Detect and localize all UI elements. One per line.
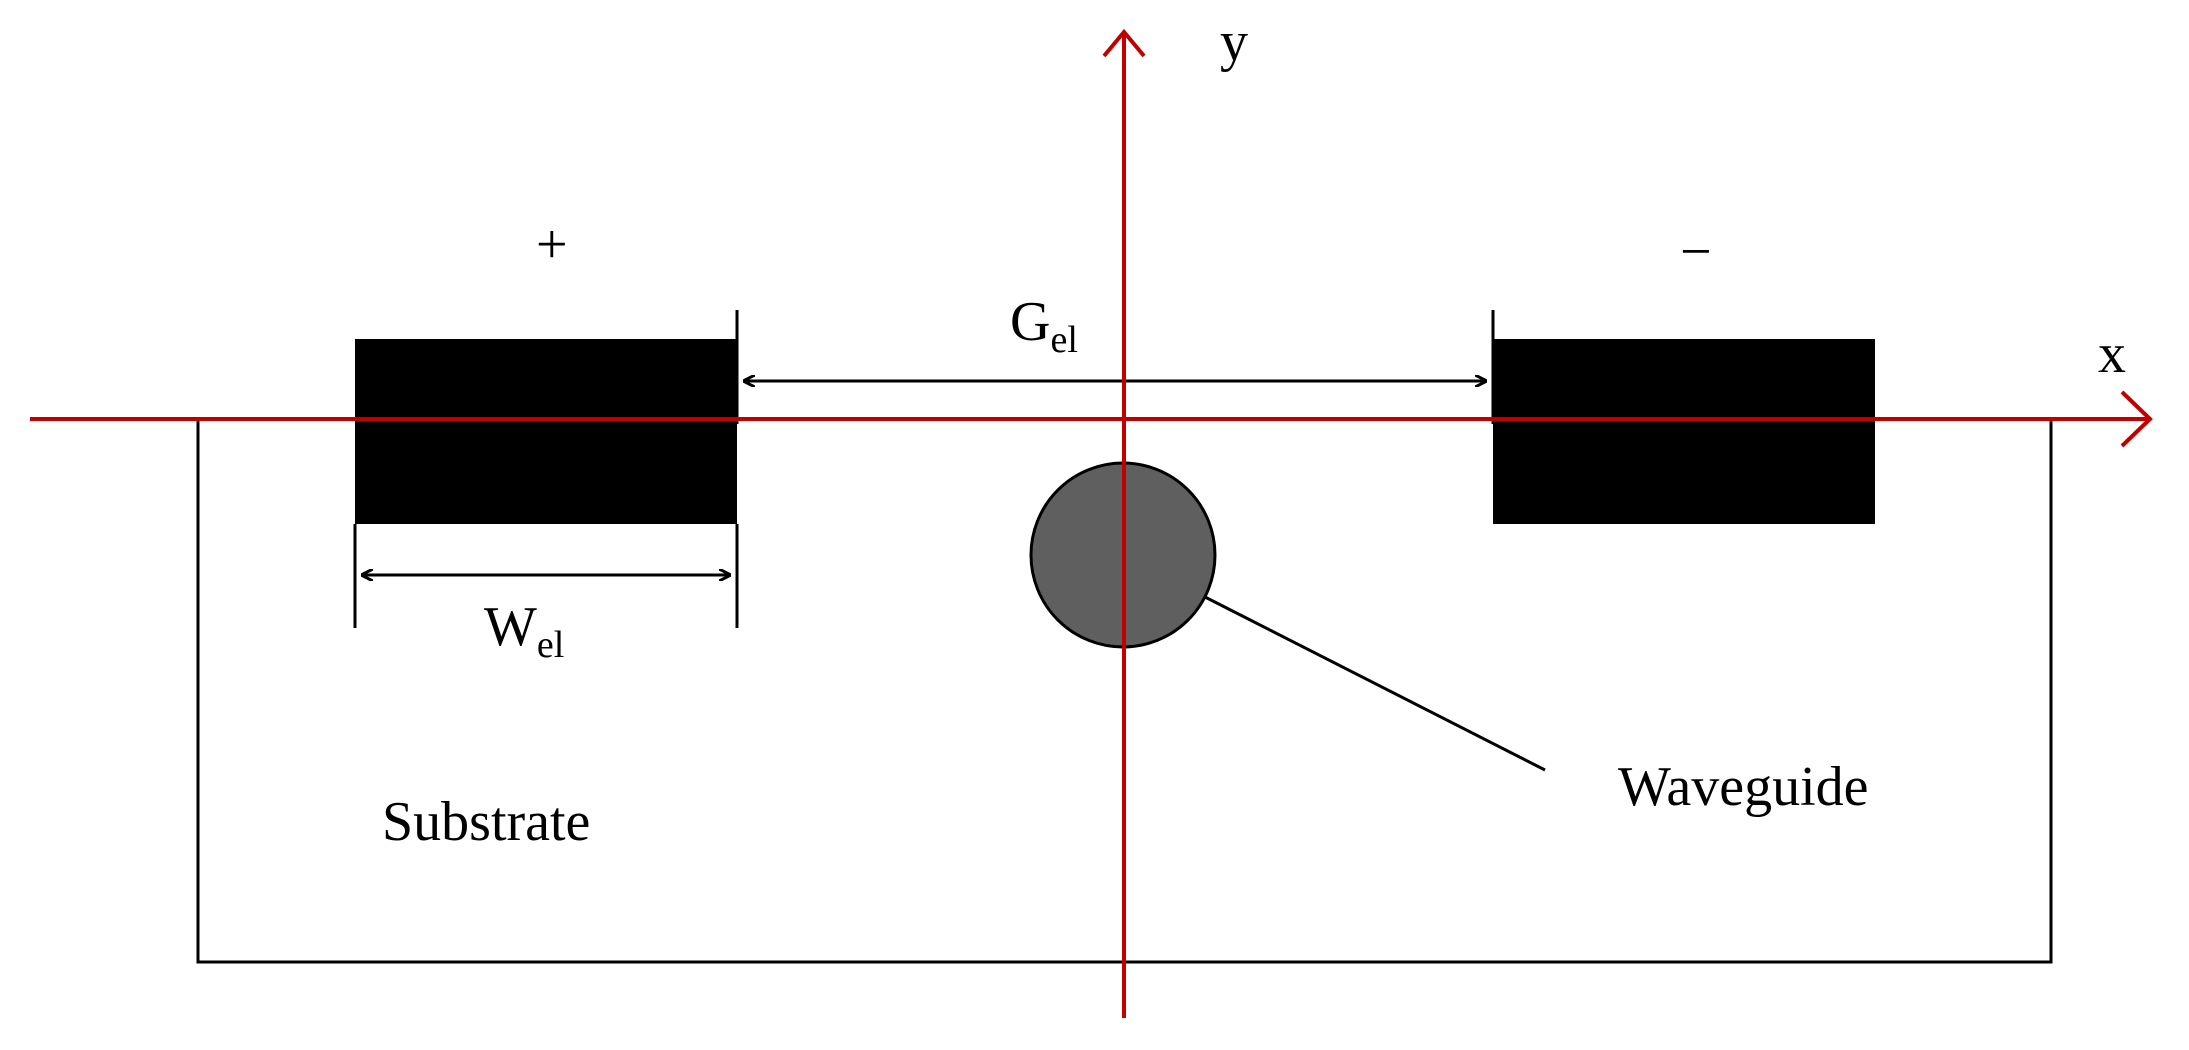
gap-label-main: G [1010, 291, 1050, 353]
gap-label: Gel [1010, 291, 1078, 361]
x-axis-arrowhead [2120, 390, 2153, 448]
y-axis-arrowhead [1102, 28, 1146, 58]
width-label-subscript: el [537, 624, 564, 666]
substrate-label: Substrate [382, 791, 590, 853]
electrode-positive [355, 339, 737, 524]
negative-terminal-label: − [1680, 221, 1712, 283]
electrode-negative [1493, 339, 1875, 524]
waveguide-leader-line [1204, 595, 1546, 772]
width-label-main: W [484, 596, 537, 658]
positive-terminal-label: + [536, 214, 568, 276]
waveguide-label: Waveguide [1618, 756, 1869, 818]
width-label: Wel [484, 596, 564, 666]
gap-label-subscript: el [1050, 319, 1077, 361]
y-axis-label: y [1220, 11, 1248, 73]
x-axis-label: x [2098, 323, 2126, 385]
